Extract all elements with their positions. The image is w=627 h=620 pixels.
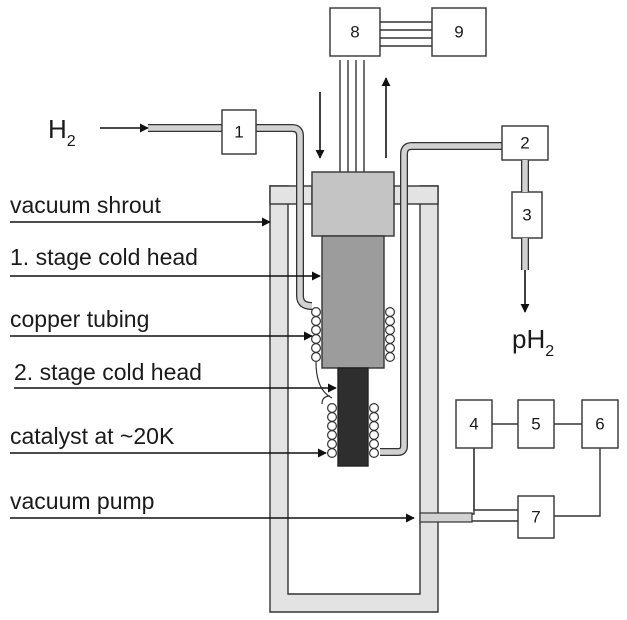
ph2-outlet-label: pH2 [512,324,554,360]
label-stage1-cold-head: 1. stage cold head [10,244,198,270]
shroud-flange-left [269,185,313,205]
h2-inlet-label: H2 [48,114,76,150]
component-label-3: 3 [522,206,531,225]
label-catalyst: catalyst at ~20K [10,423,175,449]
stage2-cold-head [337,367,369,467]
component-label-7: 7 [531,508,540,527]
label-stage2-cold-head: 2. stage cold head [14,359,202,385]
component-label-4: 4 [469,415,478,434]
wires-4-5-6-7 [473,423,601,517]
component-box-7 [517,495,555,539]
label-copper-tubing: copper tubing [10,306,149,332]
component-label-5: 5 [531,415,540,434]
vacuum-port-tube [419,512,473,523]
component-box-1 [221,109,257,155]
cold-head-top-block [311,171,395,237]
component-label-1: 1 [234,123,243,142]
component-label-8: 8 [350,23,359,42]
cold-head-wires [339,60,365,172]
wires-8-to-9 [380,21,432,47]
copper-tubing-coil-upper [311,307,396,363]
component-label-2: 2 [520,134,529,153]
component-label-6: 6 [595,415,604,434]
label-vacuum-shroud: vacuum shrout [10,192,161,218]
stage1-cold-head [321,235,385,369]
component-box-9 [431,7,487,57]
component-box-8 [329,7,381,57]
label-vacuum-pump: vacuum pump [10,488,154,514]
catalyst-coil [327,403,380,459]
component-label-9: 9 [454,23,463,42]
component-box-6 [581,399,619,449]
